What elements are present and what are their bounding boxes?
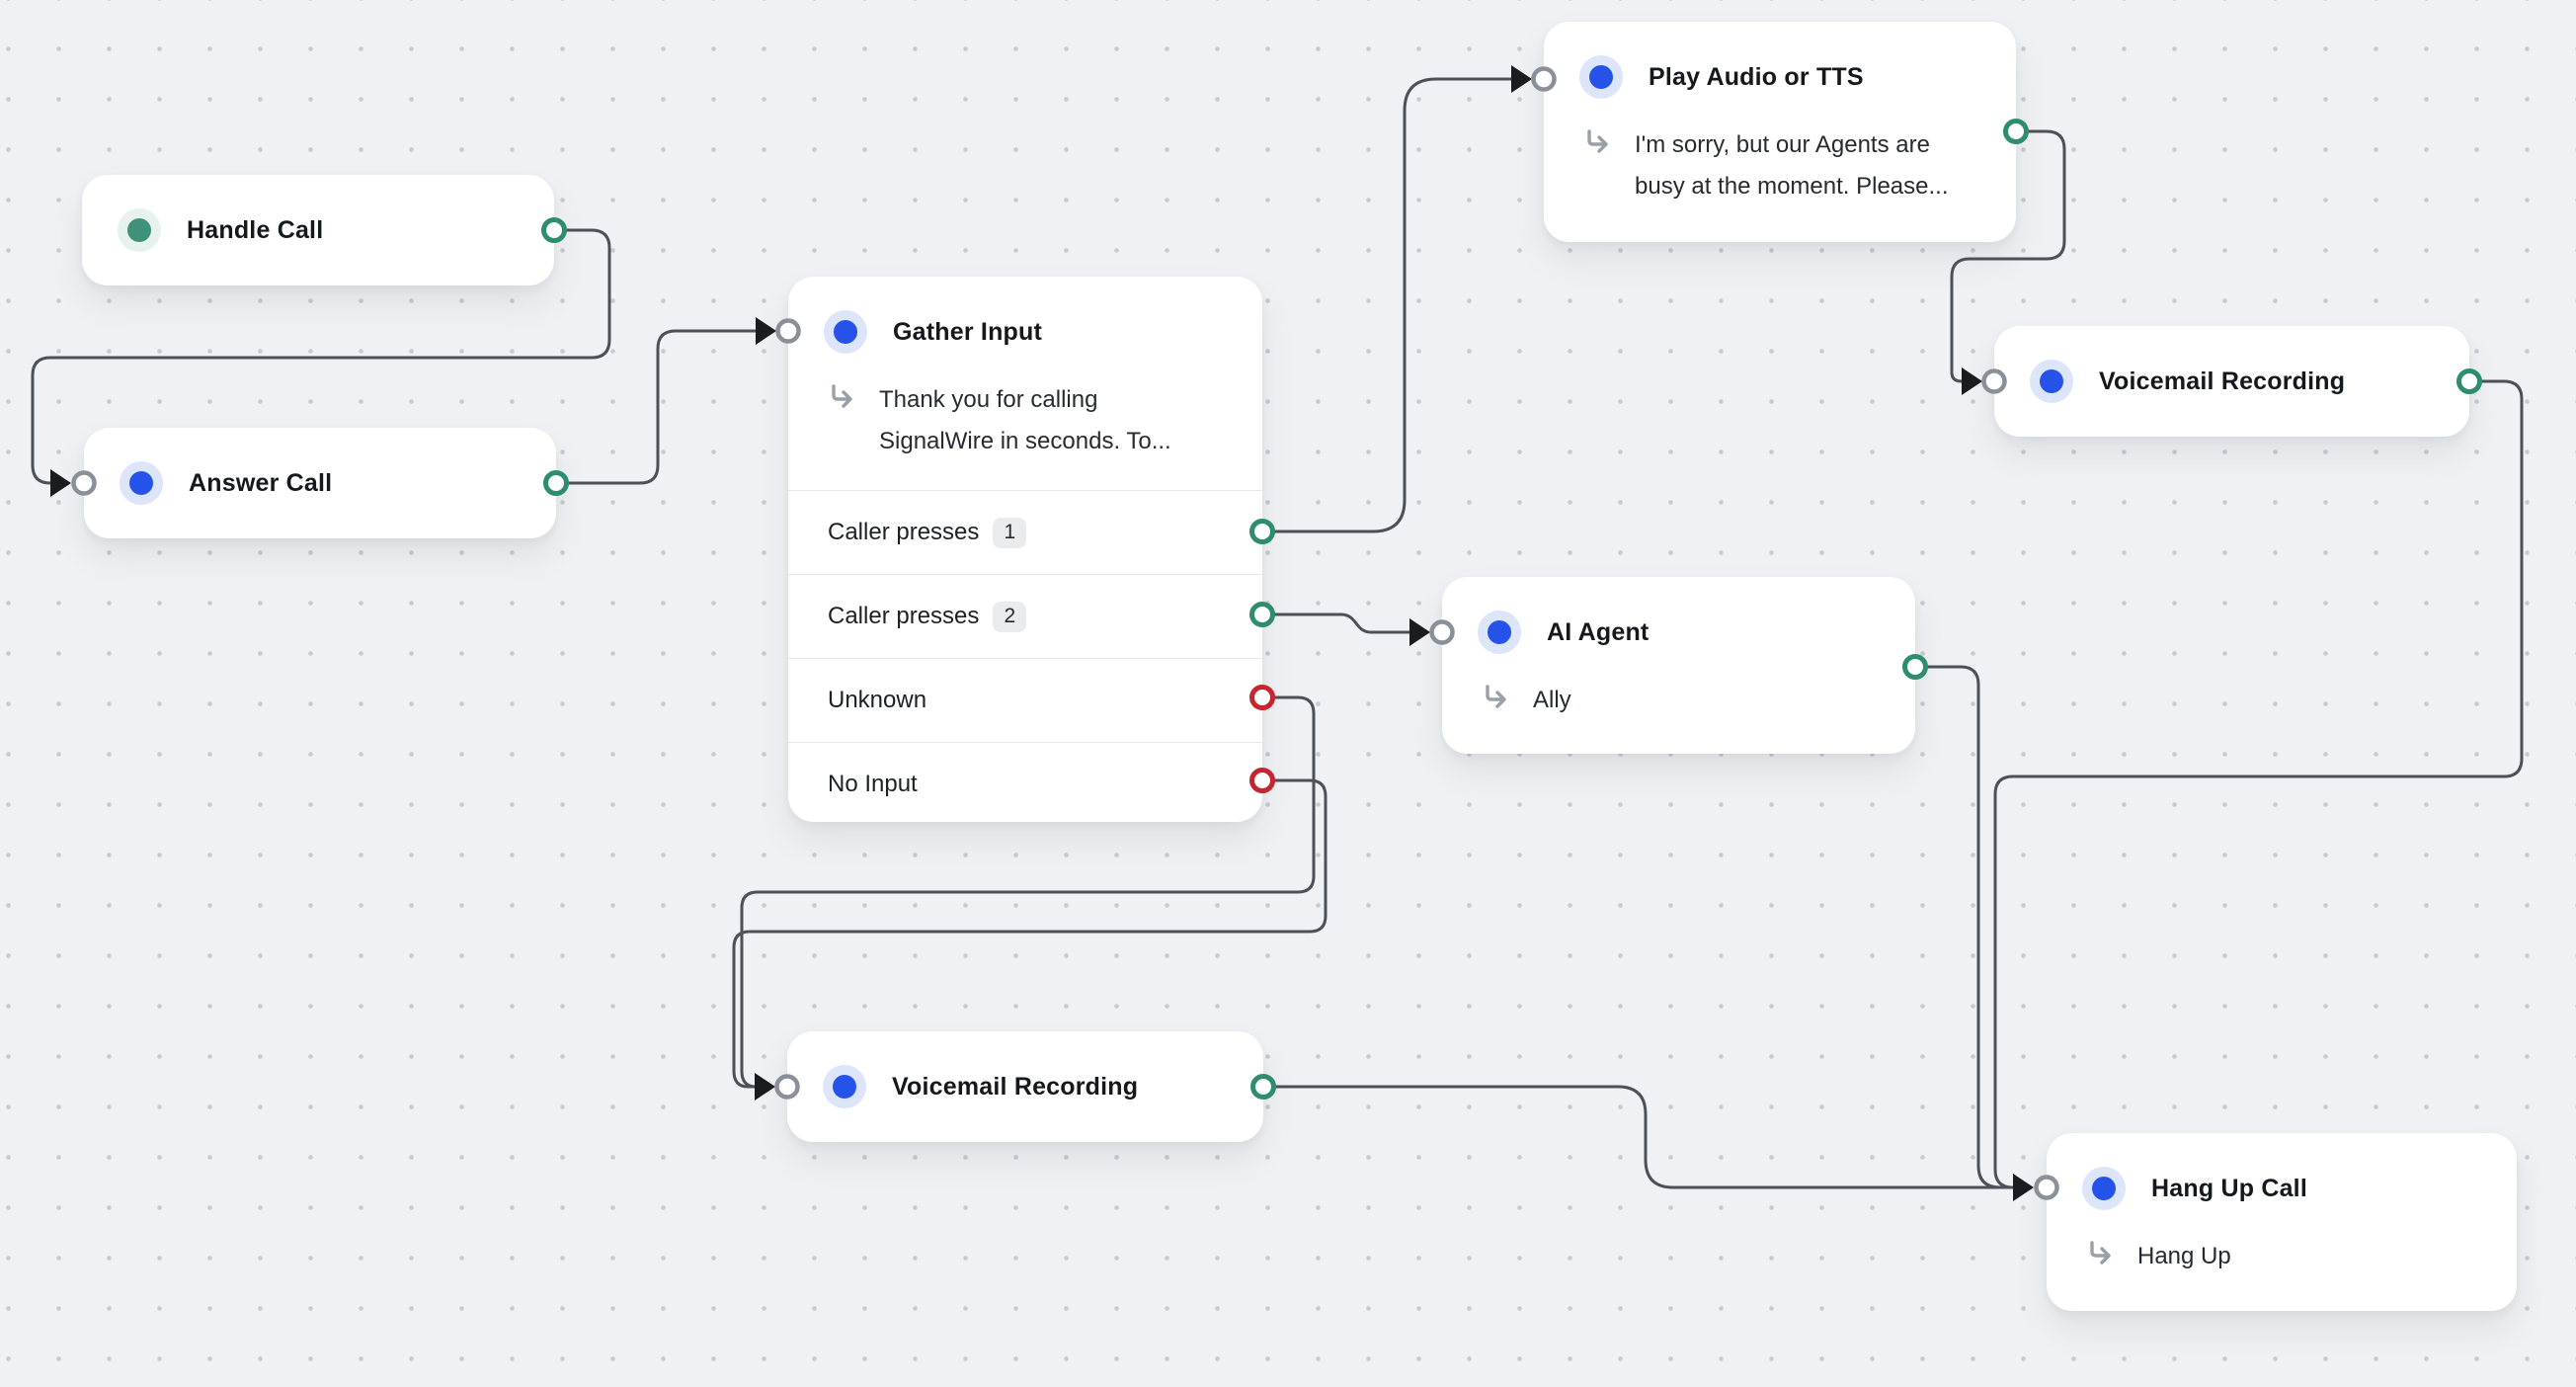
node-title: Play Audio or TTS xyxy=(1649,62,1864,91)
edge-unknown-to-voicemail-recording-bottom[interactable] xyxy=(740,695,1316,1089)
node-title: Voicemail Recording xyxy=(2099,367,2346,395)
edge-handle-call-to-answer-call[interactable] xyxy=(31,228,611,485)
green-status-dot-icon xyxy=(118,208,161,252)
blue-status-dot-icon xyxy=(1478,611,1521,654)
edge-voicemail-recording-right-to-hang-up-call[interactable] xyxy=(1993,379,2524,1189)
edge-answer-call-to-gather-input[interactable] xyxy=(556,329,757,485)
branch-arrow-icon xyxy=(2090,1241,2111,1265)
blue-status-dot-icon xyxy=(120,461,163,505)
node-title: Handle Call xyxy=(187,215,324,244)
node-gather-input[interactable]: Gather Input Thank you for calling Signa… xyxy=(788,277,1262,822)
row-label: No Input xyxy=(828,771,918,797)
blue-status-dot-icon xyxy=(824,310,867,354)
node-title: Gather Input xyxy=(893,317,1043,346)
node-title: Answer Call xyxy=(189,468,333,497)
digit-badge: 1 xyxy=(993,517,1027,548)
edge-no-input-to-voicemail-recording-bottom[interactable] xyxy=(732,778,1328,1089)
branch-arrow-icon xyxy=(1587,129,1608,153)
input-arrowhead-icon xyxy=(50,469,71,497)
branch-arrow-icon xyxy=(832,384,852,408)
blue-status-dot-icon xyxy=(2082,1167,2126,1210)
node-voicemail-recording-bottom[interactable]: Voicemail Recording xyxy=(787,1031,1263,1142)
edge-ai-agent-to-hang-up-call[interactable] xyxy=(1915,665,2013,1189)
node-voicemail-recording-right[interactable]: Voicemail Recording xyxy=(1994,326,2469,437)
blue-status-dot-icon xyxy=(823,1065,866,1108)
input-arrowhead-icon xyxy=(1409,618,1430,646)
row-label: Unknown xyxy=(828,687,927,713)
blue-status-dot-icon xyxy=(2030,360,2073,403)
input-arrowhead-icon xyxy=(755,1073,775,1101)
node-play-audio-tts[interactable]: Play Audio or TTS I'm sorry, but our Age… xyxy=(1544,22,2016,242)
node-hang-up-call[interactable]: Hang Up Call Hang Up xyxy=(2047,1133,2517,1311)
output-row-caller-presses-2[interactable]: Caller presses 2 xyxy=(788,574,1262,658)
output-row-caller-presses-1[interactable]: Caller presses 1 xyxy=(788,491,1262,574)
edge-play-audio-tts-to-voicemail-recording-right[interactable] xyxy=(1950,129,2066,383)
node-subtitle: Hang Up xyxy=(2137,1243,2231,1269)
node-title: AI Agent xyxy=(1547,617,1650,646)
edge-voicemail-recording-bottom-to-hang-up-call[interactable] xyxy=(1263,1085,2013,1189)
row-label: Caller presses xyxy=(828,519,980,545)
node-subtitle: Ally xyxy=(1533,687,1571,713)
input-arrowhead-icon xyxy=(1511,65,1532,93)
node-answer-call[interactable]: Answer Call xyxy=(84,428,556,538)
node-subtitle: Thank you for calling SignalWire in seco… xyxy=(879,386,1171,454)
digit-badge: 2 xyxy=(993,601,1027,632)
input-arrowhead-icon xyxy=(756,317,776,345)
input-arrowhead-icon xyxy=(2013,1174,2034,1201)
row-label: Caller presses xyxy=(828,603,980,629)
edge-caller-presses-2-to-ai-agent[interactable] xyxy=(1262,612,1410,634)
edge-caller-presses-1-to-play-audio-tts[interactable] xyxy=(1262,77,1512,533)
node-subtitle: I'm sorry, but our Agents are busy at th… xyxy=(1635,131,1949,200)
output-rows: Caller presses 1 Caller presses 2 Unknow… xyxy=(788,490,1262,826)
node-handle-call[interactable]: Handle Call xyxy=(82,175,554,286)
output-row-unknown[interactable]: Unknown xyxy=(788,658,1262,742)
blue-status-dot-icon xyxy=(1579,55,1623,99)
output-row-no-input[interactable]: No Input xyxy=(788,742,1262,826)
node-ai-agent[interactable]: AI Agent Ally xyxy=(1442,577,1915,754)
node-title: Voicemail Recording xyxy=(892,1072,1139,1101)
node-title: Hang Up Call xyxy=(2151,1174,2307,1202)
branch-arrow-icon xyxy=(1486,685,1506,708)
input-arrowhead-icon xyxy=(1962,367,1982,395)
